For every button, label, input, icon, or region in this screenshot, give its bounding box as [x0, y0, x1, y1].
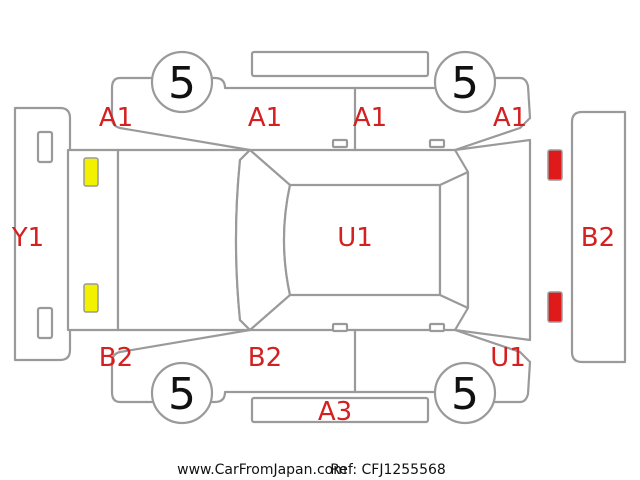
rear-lamp-right: [547, 291, 563, 323]
tire-front-right[interactable]: 5: [150, 361, 214, 425]
bottom-side-sill[interactable]: [250, 396, 430, 424]
code-right-rear-fender: U1: [490, 343, 526, 373]
tire-rear-left[interactable]: 5: [433, 50, 497, 114]
rear-lamp-left: [547, 149, 563, 181]
bottom-side-panel[interactable]: [110, 322, 532, 404]
svg-text:5: 5: [451, 369, 479, 420]
footer-site: www.CarFromJapan.com: [177, 462, 347, 478]
top-side-sill[interactable]: [250, 50, 430, 78]
code-left-rear-door: A1: [353, 103, 387, 133]
svg-text:5: 5: [168, 369, 196, 420]
front-lamp-right: [83, 283, 99, 313]
car-body-top-view[interactable]: [66, 138, 532, 342]
code-front-bumper: Y1: [11, 223, 44, 253]
code-roof: U1: [337, 223, 373, 253]
top-side-panel[interactable]: [110, 76, 532, 152]
code-rear-bumper: B2: [581, 223, 615, 253]
tire-front-left[interactable]: 5: [150, 50, 214, 114]
code-left-rear-fender: A1: [493, 103, 527, 133]
code-left-front-fender: A1: [99, 103, 133, 133]
rear-bumper[interactable]: [570, 110, 627, 364]
footer-ref: Ref: CFJ1255568: [330, 462, 446, 478]
svg-text:5: 5: [168, 58, 196, 109]
code-right-front-door: B2: [248, 343, 282, 373]
front-bumper[interactable]: [13, 106, 72, 362]
code-right-side-sill: A3: [318, 397, 352, 427]
code-right-front-fender: B2: [99, 343, 133, 373]
code-left-front-door: A1: [248, 103, 282, 133]
svg-text:5: 5: [451, 58, 479, 109]
tire-rear-right[interactable]: 5: [433, 361, 497, 425]
front-lamp-left: [83, 157, 99, 187]
